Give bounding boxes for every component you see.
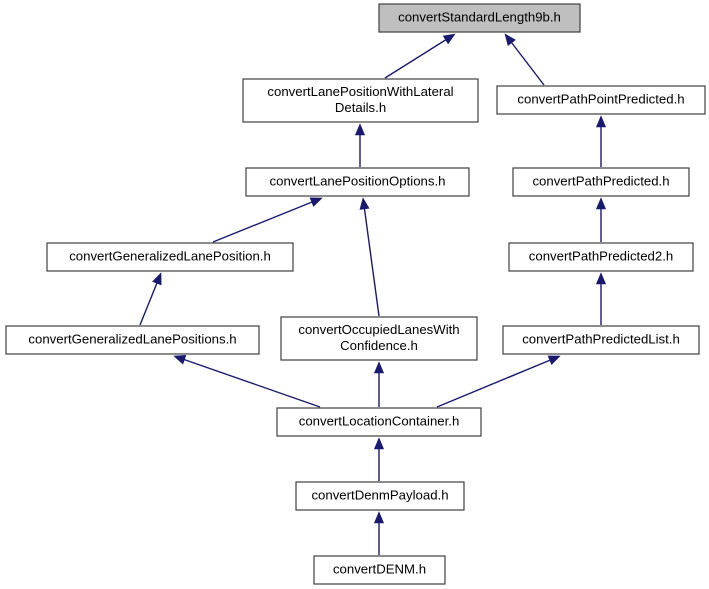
graph-edge	[595, 115, 607, 167]
edge-arrowhead-icon	[547, 355, 561, 365]
node-label: Details.h	[335, 100, 386, 115]
graph-edge	[354, 123, 366, 167]
edge-arrowhead-icon	[152, 272, 162, 286]
node-label: convertPathPredictedList.h	[522, 331, 680, 346]
edge-arrowhead-icon	[595, 272, 607, 285]
graph-node-convertPathPredicted2[interactable]: convertPathPredicted2.h	[508, 242, 694, 272]
edge-arrowhead-icon	[373, 361, 385, 374]
node-box[interactable]	[508, 242, 694, 272]
node-box-root[interactable]	[378, 3, 581, 33]
graph-edge	[212, 197, 323, 243]
node-label: convertStandardLength9b.h	[398, 9, 561, 24]
graph-edge	[436, 355, 561, 408]
node-box[interactable]	[512, 167, 690, 197]
edge-arrowhead-icon	[442, 33, 456, 45]
edge-line	[212, 201, 313, 243]
edge-arrowhead-icon	[595, 115, 607, 128]
graph-edge	[595, 197, 607, 242]
node-label: convertLocationContainer.h	[299, 413, 460, 428]
graph-node-convertPathPredicted[interactable]: convertPathPredicted.h	[512, 167, 690, 197]
node-label: convertDenmPayload.h	[311, 487, 448, 502]
graph-node-convertDENM[interactable]: convertDENM.h	[313, 555, 446, 585]
graph-node-convertDenmPayload[interactable]: convertDenmPayload.h	[295, 481, 465, 511]
graph-edge	[384, 33, 456, 79]
graph-node-convertGeneralizedLanePositions[interactable]: convertGeneralizedLanePositions.h	[5, 325, 260, 355]
edge-line	[139, 282, 158, 326]
graph-edge	[595, 272, 607, 325]
node-label: convertPathPointPredicted.h	[517, 91, 684, 106]
edge-arrowhead-icon	[595, 197, 607, 210]
graph-edge	[373, 361, 385, 407]
edge-line	[363, 208, 380, 317]
node-label: Confidence.h	[340, 338, 418, 353]
graph-edges	[139, 33, 607, 555]
edge-arrowhead-icon	[373, 511, 385, 524]
node-box[interactable]	[313, 555, 446, 585]
node-label: convertGeneralizedLanePositions.h	[28, 331, 236, 346]
node-box[interactable]	[5, 325, 260, 355]
graph-node-convertPathPredictedList[interactable]: convertPathPredictedList.h	[502, 325, 700, 355]
graph-edge	[373, 437, 385, 481]
graph-edge	[373, 511, 385, 555]
node-box[interactable]	[245, 167, 470, 197]
node-label: convertGeneralizedLanePosition.h	[69, 248, 271, 263]
edge-arrowhead-icon	[504, 33, 516, 47]
edge-arrowhead-icon	[354, 123, 366, 136]
node-box[interactable]	[295, 481, 465, 511]
node-label: convertPathPredicted.h	[532, 173, 669, 188]
node-box[interactable]	[502, 325, 700, 355]
node-label: convertPathPredicted2.h	[529, 248, 673, 263]
edge-arrowhead-icon	[359, 197, 370, 210]
node-box[interactable]	[280, 316, 478, 361]
node-box[interactable]	[276, 407, 482, 437]
edge-line	[184, 358, 321, 408]
node-label: convertLanePositionOptions.h	[270, 173, 446, 188]
graph-edge	[173, 354, 321, 408]
graph-nodes: convertStandardLength9b.h convertLanePosi…	[5, 3, 706, 585]
graph-edge	[359, 197, 380, 317]
graph-node-convertLanePositionOptions[interactable]: convertLanePositionOptions.h	[245, 167, 470, 197]
graph-node-convertPathPointPredicted[interactable]: convertPathPointPredicted.h	[496, 85, 706, 115]
edge-arrowhead-icon	[309, 197, 323, 207]
edge-arrowhead-icon	[373, 437, 385, 450]
edge-arrowhead-icon	[173, 354, 187, 365]
graph-edge	[139, 272, 162, 326]
node-box[interactable]	[46, 242, 294, 272]
node-box[interactable]	[496, 85, 706, 115]
node-box[interactable]	[242, 78, 479, 123]
graph-node-convertGeneralizedLanePosition[interactable]: convertGeneralizedLanePosition.h	[46, 242, 294, 272]
node-label: convertDENM.h	[333, 561, 426, 576]
node-label: convertOccupiedLanesWith	[298, 322, 459, 337]
edge-line	[384, 39, 447, 79]
edge-line	[511, 42, 545, 86]
graph-node-convertLocationContainer[interactable]: convertLocationContainer.h	[276, 407, 482, 437]
graph-edge	[504, 33, 545, 86]
node-label: convertLanePositionWithLateral	[267, 84, 453, 99]
graph-node-convertStandardLength9b[interactable]: convertStandardLength9b.h	[378, 3, 581, 33]
edge-line	[436, 359, 551, 408]
